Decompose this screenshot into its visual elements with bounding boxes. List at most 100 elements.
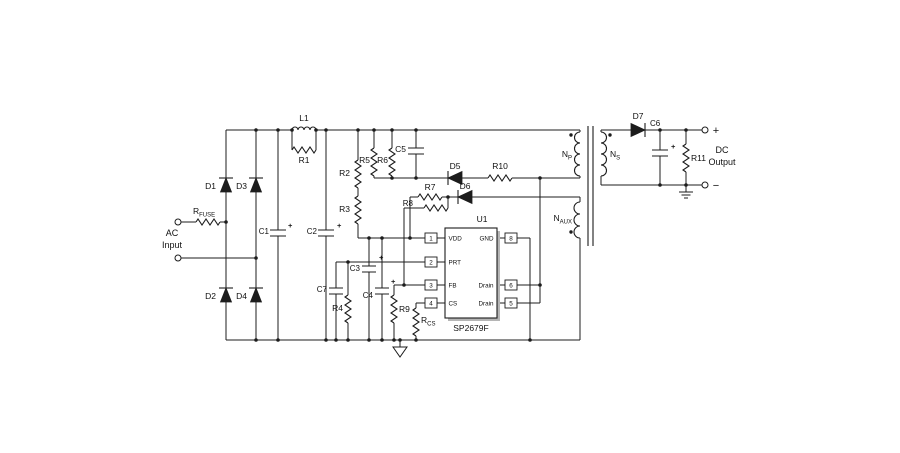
- label-r1: R1: [299, 155, 310, 165]
- ac-input-label-line1: AC: [166, 228, 179, 238]
- pinbox-2: [424, 256, 438, 268]
- ic-pin-cs: CS: [449, 301, 458, 308]
- label-r2: R2: [339, 168, 350, 178]
- capacitor-c1: C1 +: [259, 221, 293, 237]
- resistor-r9: R9: [390, 294, 410, 324]
- label-d3: D3: [236, 181, 247, 191]
- ac-input-label-line2: Input: [162, 240, 183, 250]
- label-ns: NS: [610, 149, 620, 162]
- diode-d2: D2: [205, 286, 233, 303]
- resistor-r11: R11: [682, 143, 706, 173]
- capacitor-c7: C7: [317, 285, 343, 295]
- resistor-r10: R10: [487, 161, 513, 182]
- capacitor-c6: C6 +: [650, 119, 676, 157]
- primary-winding: [574, 131, 581, 177]
- junction-dots: [224, 128, 688, 342]
- label-rcs: RCS: [421, 315, 435, 328]
- label-d2: D2: [205, 291, 216, 301]
- clamp-network: R5 R6 C5 D5 R10: [359, 144, 513, 186]
- diode-d6: D6: [457, 181, 473, 205]
- transformer-core: [587, 126, 594, 246]
- pinbox-4: [424, 297, 438, 309]
- label-r5: R5: [359, 155, 370, 165]
- label-c3: C3: [350, 264, 361, 273]
- aux-phase-dot: [569, 230, 573, 234]
- pinbox-8: [504, 232, 518, 244]
- resistor-r2: R2: [339, 159, 362, 189]
- resistor-r6: R6: [377, 147, 396, 177]
- pin-number-3: 3: [429, 283, 433, 290]
- label-ic-part: SP2679F: [453, 323, 488, 333]
- output-plus-sign: +: [713, 125, 719, 137]
- aux-winding: [573, 201, 581, 239]
- pin-number-8: 8: [509, 236, 513, 243]
- label-d5: D5: [450, 161, 461, 171]
- ic-pin-fb: FB: [449, 283, 457, 290]
- diode-d7: D7: [630, 111, 646, 138]
- label-d1: D1: [205, 181, 216, 191]
- pinbox-3: [424, 279, 438, 291]
- primary-ground-symbol: [392, 346, 408, 358]
- label-c4: C4: [363, 291, 374, 300]
- label-d4: D4: [236, 291, 247, 301]
- label-rfuse: RFUSE: [193, 206, 215, 219]
- c4-polarity-plus: +: [391, 277, 396, 286]
- label-r7: R7: [425, 182, 436, 192]
- pin-number-6: 6: [509, 283, 513, 290]
- output-section: D7 C6 + R11 + − DC Output: [630, 111, 736, 199]
- label-r3: R3: [339, 204, 350, 214]
- label-r9: R9: [399, 304, 410, 314]
- resistor-r5: R5: [359, 147, 378, 177]
- vdd-capacitors: C3 + C4 +: [350, 253, 396, 300]
- label-r6: R6: [377, 155, 388, 165]
- diode-d5: D5: [447, 161, 463, 186]
- resistor-r4: R4: [332, 294, 352, 324]
- resistor-r1: R1: [291, 146, 317, 165]
- pin-number-2: 2: [429, 260, 433, 267]
- input-filter-section: C1 + L1 R1 C2 +: [259, 113, 342, 237]
- ic-body: [444, 227, 498, 319]
- label-d7: D7: [633, 111, 644, 121]
- dc-output-terminal-plus: [701, 126, 709, 134]
- pinbox-6: [504, 279, 518, 291]
- current-sense-resistor: RCS: [412, 307, 435, 337]
- label-r4: R4: [332, 303, 343, 313]
- ic-pin-gnd: GND: [480, 236, 494, 243]
- label-c6: C6: [650, 119, 661, 128]
- label-c7: C7: [317, 285, 328, 294]
- capacitor-c4: C4 +: [363, 277, 396, 300]
- aux-feedback-network: D6 R7 R8 R9: [390, 181, 473, 324]
- pinbox-1: [424, 232, 438, 244]
- label-naux: NAUX: [554, 213, 572, 226]
- diode-d3: D3: [236, 176, 263, 193]
- label-c5: C5: [395, 144, 406, 154]
- ac-terminal-bottom: [174, 254, 182, 262]
- pin-number-5: 5: [509, 301, 513, 308]
- c6-polarity-plus: +: [671, 142, 676, 151]
- label-r10: R10: [492, 161, 508, 171]
- capacitor-c5: C5: [395, 144, 424, 155]
- secondary-winding: [600, 131, 607, 177]
- transformer: NP NS NAUX: [554, 126, 620, 246]
- bridge-rectifier: D1 D3 D2 D4: [205, 176, 263, 303]
- ic-pin-drain-top: Drain: [478, 283, 494, 290]
- c3-polarity-plus: +: [379, 253, 384, 262]
- label-u1: U1: [477, 214, 488, 224]
- label-r8: R8: [403, 199, 414, 208]
- ic-u1: U1 SP2679F VDD PRT FB CS GND Drain Drain…: [424, 214, 518, 333]
- pin-number-1: 1: [429, 236, 433, 243]
- label-r11: R11: [691, 153, 706, 163]
- pin-number-4: 4: [429, 301, 433, 308]
- ac-terminal-top: [174, 218, 182, 226]
- c1-polarity-plus: +: [288, 221, 293, 230]
- diode-d1: D1: [205, 176, 233, 193]
- startup-resistors: R2 R3: [339, 159, 362, 225]
- inductor-l1: L1: [291, 113, 317, 131]
- dc-output-label-line1: DC: [716, 145, 729, 155]
- primary-phase-dot: [569, 133, 573, 137]
- ic-pin-prt: PRT: [449, 260, 462, 267]
- secondary-phase-dot: [608, 133, 612, 137]
- label-c1: C1: [259, 227, 270, 236]
- fuse-resistor-symbol: [195, 218, 221, 226]
